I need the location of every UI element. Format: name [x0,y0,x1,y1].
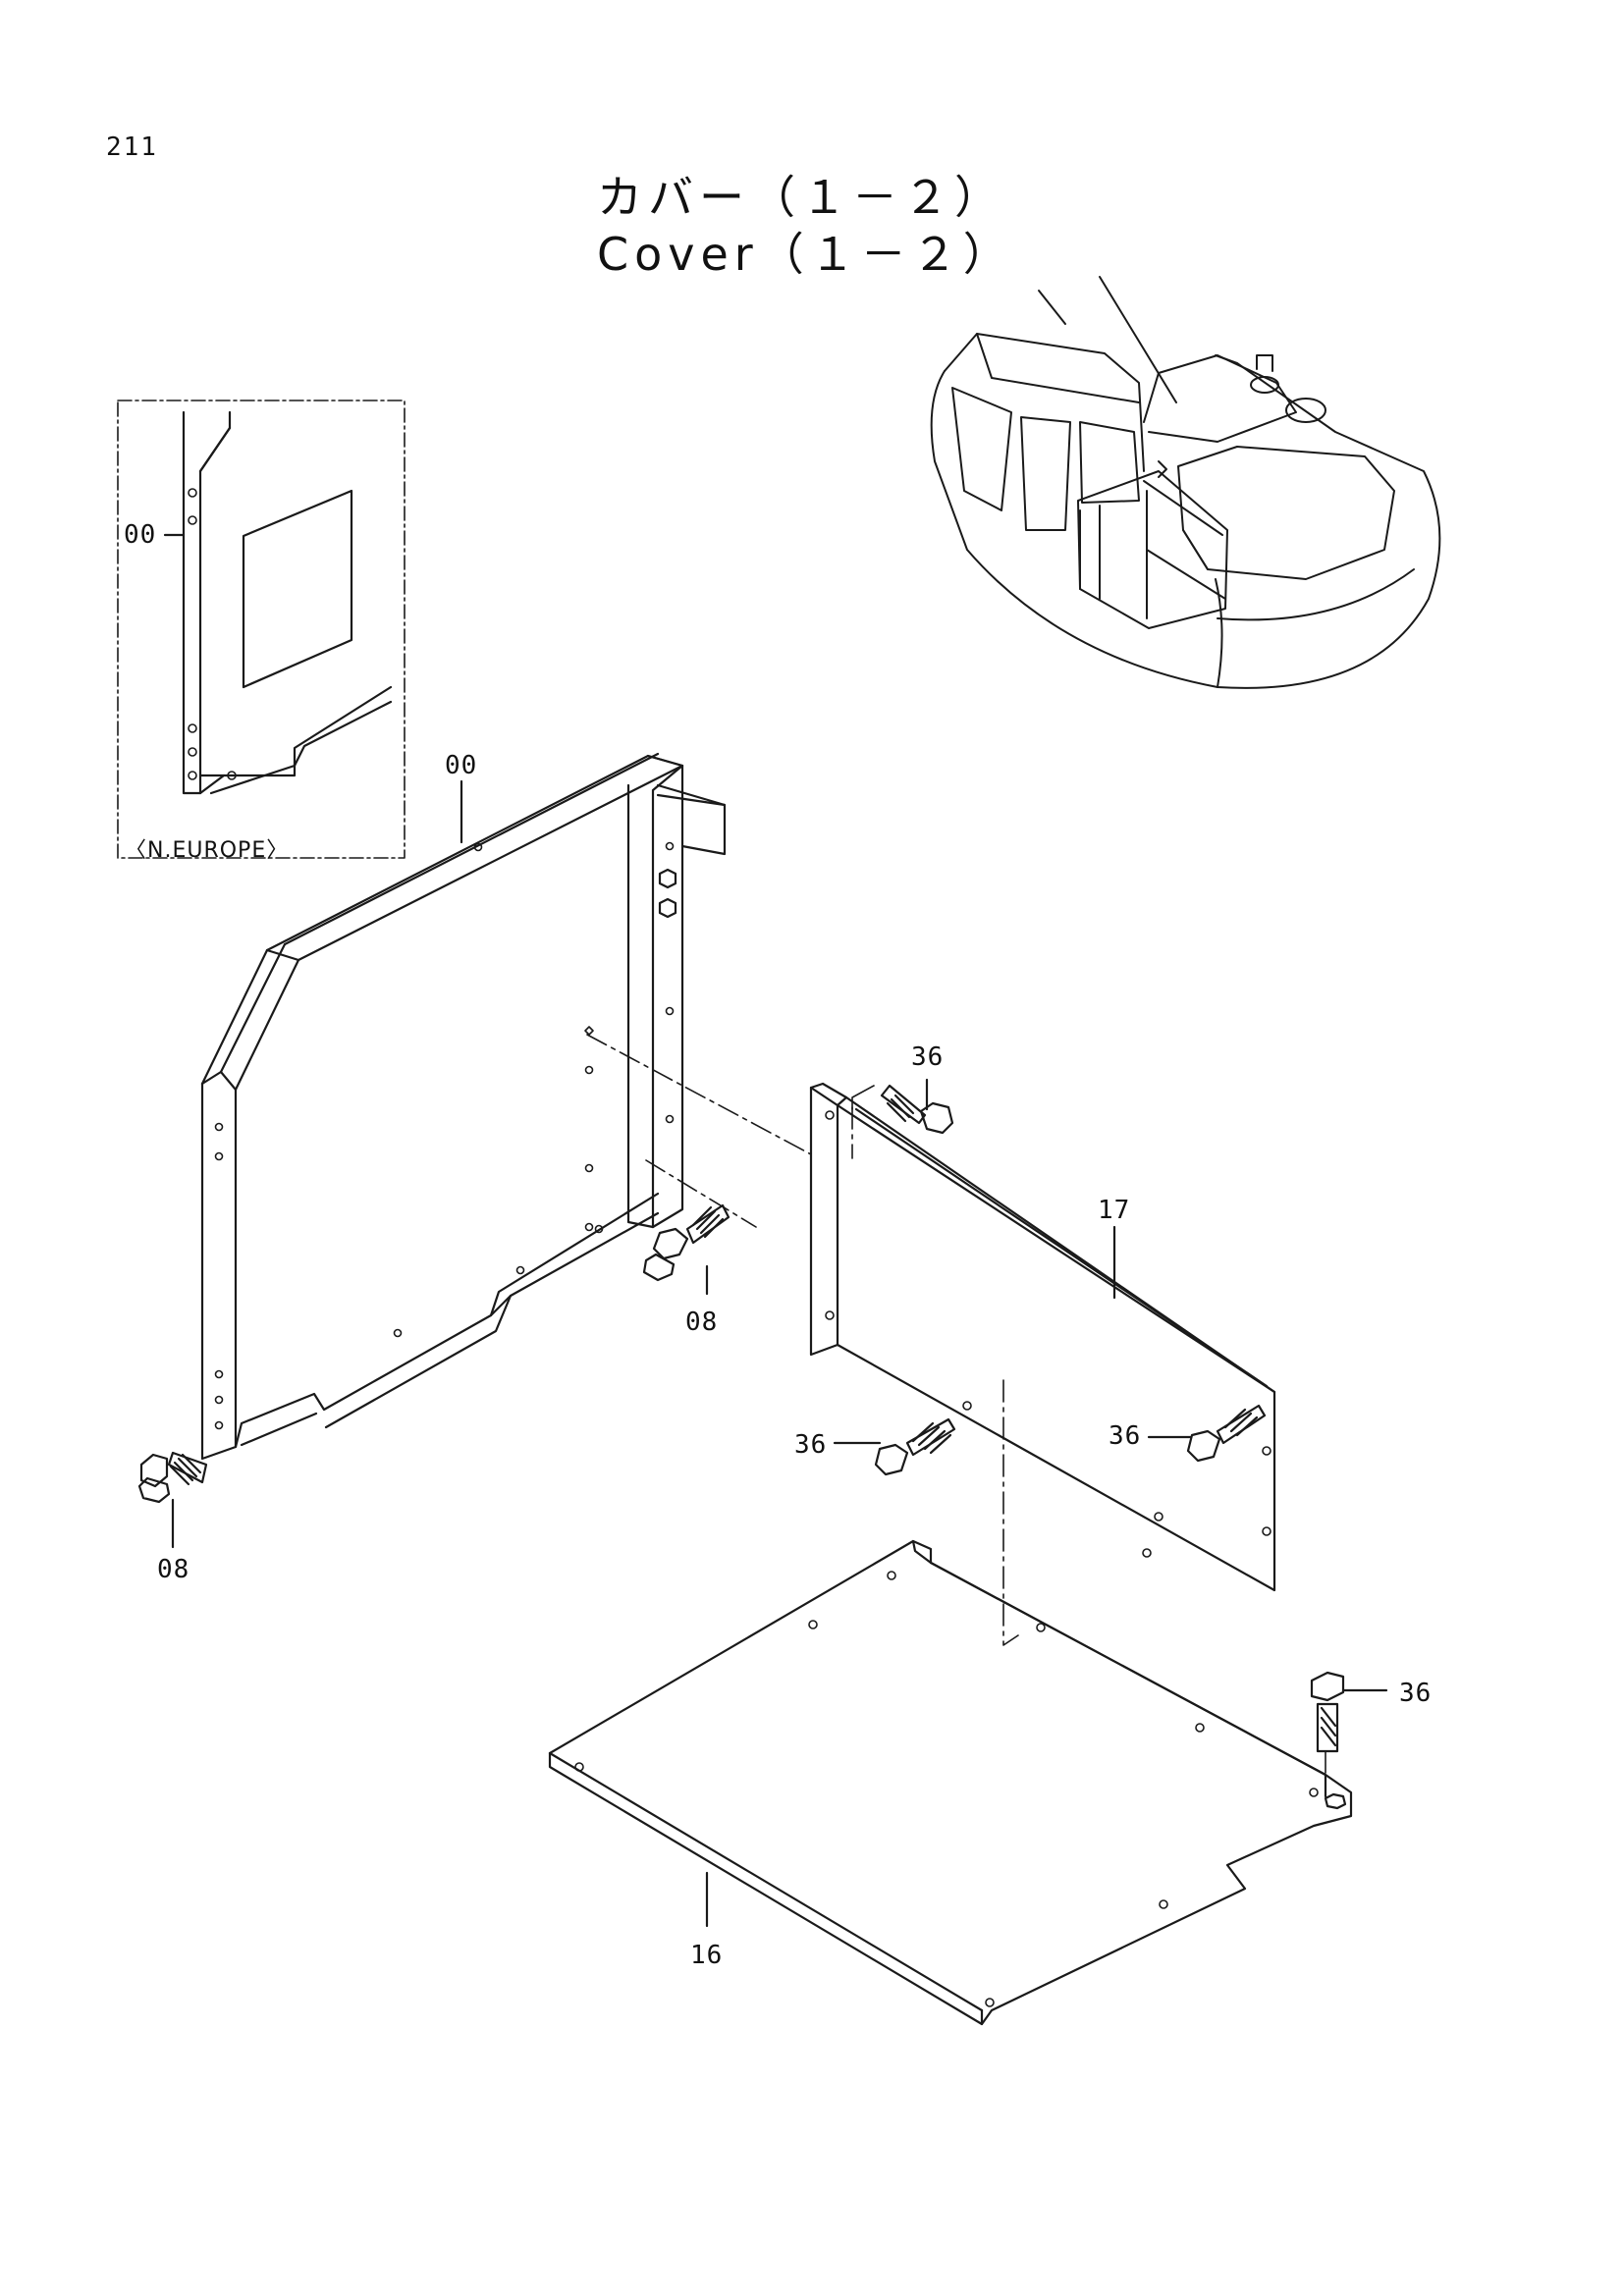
bolt-36-left [833,1417,956,1476]
callout-bolt-plate-left: 36 [794,1430,828,1460]
bolt-36-floor [1310,1671,1388,1753]
callout-inset-frame: 00 [124,520,157,550]
callout-bolt-floor: 36 [1399,1679,1433,1708]
assembly-guide-lines [586,1034,1326,1793]
frame-part-00 [200,752,727,1461]
bolt-36-top [880,1078,954,1135]
title-english: Cover（１－２） [597,228,1014,281]
inset-variant-label: 〈N.EUROPE〉 [125,838,290,863]
machine-overview-sketch [930,276,1441,689]
callout-bolt-plate-right: 36 [1109,1421,1142,1451]
callout-bolt-frame-inner: 08 [685,1308,719,1337]
callout-bolt-plate-top: 36 [911,1042,945,1072]
plate-part-17 [809,1082,1276,1592]
bolt-08-outer [137,1451,208,1549]
callout-floor-cover: 16 [690,1941,724,1970]
floor-cover-part-16 [548,1539,1353,2026]
inset-variant-box [117,400,406,859]
callout-bolt-frame-outer: 08 [157,1555,190,1584]
bolt-36-right [1147,1404,1267,1463]
callout-frame: 00 [445,751,478,780]
bolt-08-inner [642,1203,730,1296]
title-japanese: カバー（１－２） [597,171,1005,224]
callout-plate: 17 [1098,1196,1131,1225]
page-number: 211 [106,133,158,162]
